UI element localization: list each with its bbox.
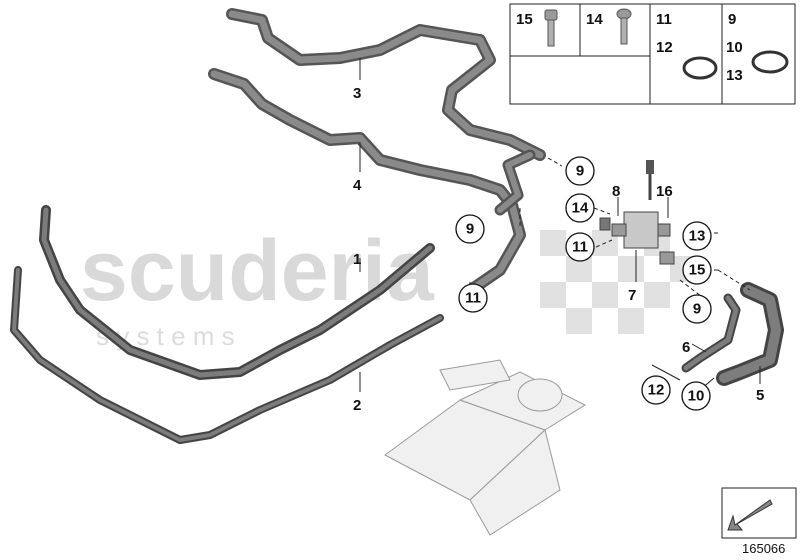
watermark-brand: scuderia — [80, 223, 435, 319]
callout-9: 9 — [693, 301, 701, 318]
screw-icon — [616, 8, 632, 45]
callout-11: 11 — [572, 239, 588, 256]
legend-item-11: 11 — [656, 11, 672, 28]
o-ring-icon — [682, 56, 718, 80]
bolt-icon — [544, 9, 558, 47]
callout-13: 13 — [689, 228, 706, 245]
reference-number: 165066 — [742, 541, 785, 556]
callout-5: 5 — [756, 387, 764, 404]
callout-9: 9 — [466, 221, 474, 238]
callout-15: 15 — [689, 262, 706, 279]
legend-item-13: 13 — [726, 67, 743, 84]
callout-3: 3 — [353, 85, 361, 102]
legend-item-10: 10 — [726, 39, 743, 56]
circled-callouts — [455, 156, 712, 411]
callout-10: 10 — [688, 388, 705, 405]
callout-8: 8 — [612, 183, 620, 200]
arrow-icon — [727, 499, 773, 531]
callout-2: 2 — [353, 397, 361, 414]
callout-1: 1 — [353, 251, 361, 268]
direction-indicator — [721, 487, 797, 539]
legend-item-15: 15 — [516, 11, 533, 28]
callout-4: 4 — [353, 177, 362, 194]
hardware-legend: 15 14 11 12 9 10 13 — [509, 3, 796, 105]
expansion-valve — [599, 160, 675, 265]
hose-lines — [10, 8, 784, 444]
legend-item-14: 14 — [586, 11, 603, 28]
legend-item-12: 12 — [656, 39, 673, 56]
callout-16: 16 — [656, 183, 673, 200]
checkered-flag-icon — [540, 230, 696, 334]
callout-6: 6 — [682, 339, 690, 356]
evaporator-housing — [384, 359, 587, 536]
callout-9: 9 — [576, 163, 584, 180]
callout-12: 12 — [648, 382, 665, 399]
callout-14: 14 — [572, 200, 589, 217]
callout-11: 11 — [465, 290, 481, 307]
o-ring-icon — [751, 50, 789, 74]
callout-7: 7 — [628, 287, 636, 304]
legend-item-9: 9 — [728, 11, 736, 28]
